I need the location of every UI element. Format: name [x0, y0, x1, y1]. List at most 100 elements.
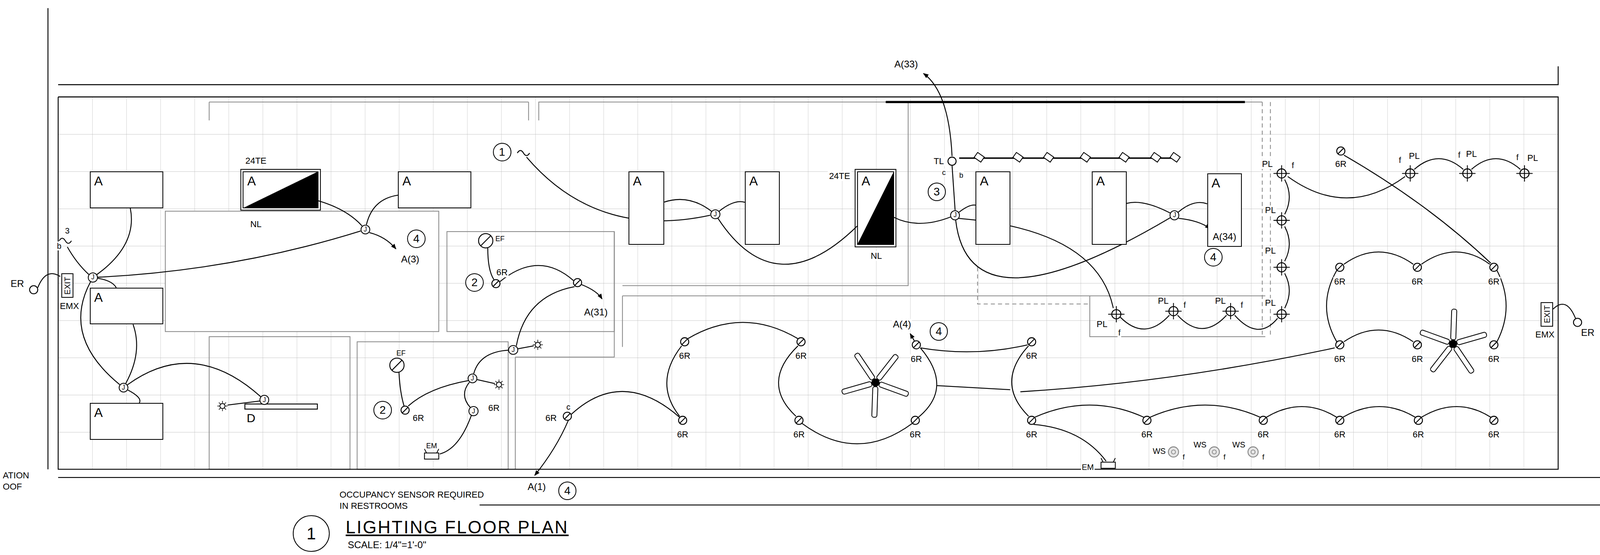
- fixture-tag: WS: [1151, 446, 1167, 456]
- track-light: [1012, 152, 1023, 163]
- wire-run: [97, 231, 361, 278]
- occupancy-sensor-symbol: [532, 339, 543, 350]
- fixture-tag: 24TE: [244, 156, 268, 166]
- wiring: [517, 150, 530, 156]
- callout-text: J: [262, 396, 266, 404]
- downlight-symbol: [491, 279, 500, 288]
- emergency-fixture-fill: [857, 171, 895, 245]
- downlight-symbol: [1335, 415, 1344, 424]
- callout-text: J: [91, 273, 95, 281]
- strip-fixture: [245, 403, 318, 410]
- interior-walls: [356, 341, 509, 470]
- fixture-tag: PL: [1264, 298, 1277, 308]
- device-tag: EMX: [1534, 329, 1556, 340]
- fixture-box: A: [628, 171, 665, 245]
- callout-text: 4: [1208, 251, 1218, 264]
- wiring: [1020, 347, 1335, 392]
- wiring: [1287, 176, 1406, 198]
- device-tag: TL: [932, 156, 945, 167]
- junction-box: J: [468, 405, 479, 416]
- callout-text: J: [121, 384, 126, 391]
- pendant-symbol: [1273, 306, 1290, 323]
- fixture-tag: 6R: [1333, 354, 1347, 364]
- fixture-tag: EM: [425, 441, 439, 450]
- switch-leg: f: [1182, 300, 1187, 310]
- fixture-tag: 6R: [794, 350, 808, 361]
- fixture-box: A: [89, 171, 164, 209]
- junction-box: J: [259, 394, 270, 405]
- fixture-tag: 6R: [676, 429, 690, 440]
- occupancy-sensor-symbol: [493, 379, 504, 390]
- wire-run: [366, 194, 399, 225]
- wiring: [1414, 158, 1464, 170]
- callout-number: 2: [465, 273, 484, 292]
- track-light: [1080, 152, 1091, 163]
- switch-leg: f: [1182, 452, 1186, 461]
- fixture-tag: PL: [1264, 205, 1277, 215]
- fixture-type: A: [93, 405, 104, 420]
- exit-sign: EXIT: [1540, 302, 1554, 327]
- fixture-tag: WS: [1192, 440, 1208, 449]
- circuit-homerun: A(3): [400, 253, 420, 265]
- fixture-type: A: [748, 174, 759, 188]
- downlight-symbol: [1489, 340, 1498, 349]
- downlight-symbol: [911, 415, 920, 424]
- fixture-type: A: [401, 174, 412, 188]
- fixture-type: A: [93, 174, 104, 188]
- fixture-tag: 6R: [1140, 429, 1154, 440]
- fixture-type: A: [93, 290, 104, 305]
- track-light: [1150, 152, 1161, 163]
- interior-walls: [165, 210, 439, 332]
- switch-leg: f: [1222, 452, 1227, 461]
- downlight-symbol: [794, 415, 804, 424]
- note-text: OOF: [2, 481, 23, 492]
- ceiling-fan-symbol: [841, 352, 909, 418]
- wiring: [67, 246, 89, 275]
- switch-leg: f: [1398, 155, 1403, 165]
- building-outline: [48, 8, 1600, 505]
- wire-run: [717, 218, 858, 264]
- switch-leg: b: [56, 241, 63, 251]
- callout-text: J: [471, 407, 475, 415]
- fixture-type: A: [860, 174, 872, 188]
- wiring: [1343, 154, 1491, 263]
- fixture-tag: EF: [395, 348, 407, 357]
- downlight-symbol: [796, 337, 806, 346]
- fixture-type: A: [1210, 176, 1222, 190]
- note-text: OCCUPANCY SENSOR REQUIRED: [338, 489, 485, 500]
- fixture-box: A: [744, 171, 780, 245]
- building-outline: [48, 8, 1600, 505]
- wire-run: [1126, 202, 1171, 213]
- circuit-homerun: A(4): [892, 318, 912, 330]
- callout-text: 2: [378, 403, 388, 416]
- interior-walls: [209, 336, 351, 469]
- fixture-tag: 6R: [1025, 350, 1039, 361]
- wiring: [399, 372, 405, 406]
- fixture-tag: PL: [1214, 296, 1227, 306]
- wall-sconce-symbol: [1209, 446, 1220, 457]
- emergency-fixture-fill: [855, 169, 897, 247]
- interior-walls: [446, 231, 615, 332]
- pendant-symbol: [1459, 165, 1476, 182]
- fixture-tag: D: [245, 411, 257, 425]
- wiring: [1234, 315, 1278, 330]
- wire-run: [894, 216, 951, 224]
- fixture-tag: 6R: [411, 413, 425, 423]
- wire-run: [719, 201, 745, 211]
- ceiling-grid: [58, 97, 1559, 470]
- track-light: [947, 157, 956, 166]
- wiring: [1284, 273, 1290, 308]
- note-text: ATION: [2, 470, 31, 481]
- wiring: [1343, 329, 1414, 342]
- wiring: [37, 273, 61, 288]
- wiring: [1553, 304, 1576, 319]
- fixture-tag: 24TE: [827, 171, 852, 181]
- wire-run: [664, 199, 712, 211]
- fixture-tag: 6R: [1411, 429, 1425, 440]
- downlight-symbol: [1489, 415, 1498, 424]
- remote-head-symbol: [29, 285, 38, 294]
- downlight-symbol: [912, 340, 921, 349]
- track-light: [1043, 152, 1054, 163]
